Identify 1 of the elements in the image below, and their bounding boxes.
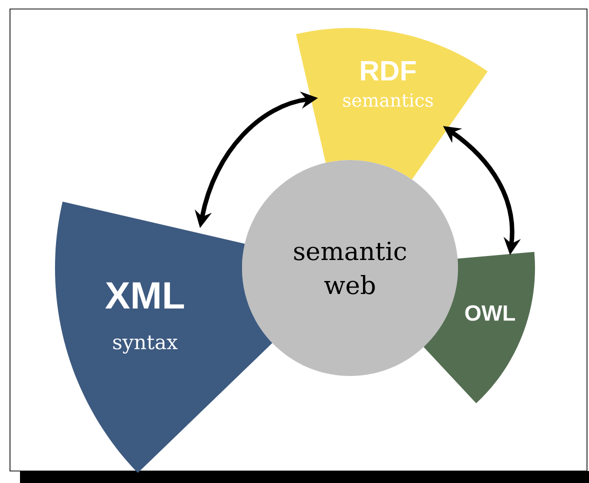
circle-node: semantic web (242, 160, 458, 376)
